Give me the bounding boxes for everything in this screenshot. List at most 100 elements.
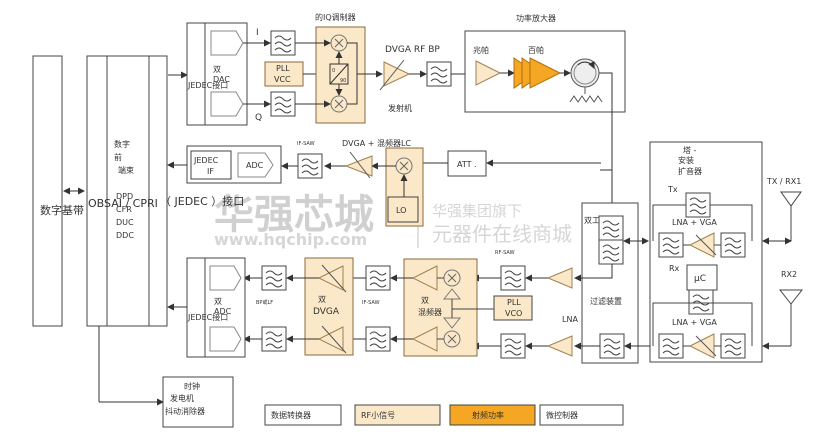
antenna-rx2-icon	[778, 289, 804, 346]
mcu-label: μC	[694, 274, 706, 284]
rx-pll-vco-block: PLL VCO	[493, 295, 533, 321]
fb-adc-label: ADC	[246, 161, 264, 170]
pa-title: 功率放大器	[516, 13, 556, 23]
dual-dac-line2: DAC	[213, 75, 230, 84]
tx-rx1-label: TX / RX1	[766, 177, 801, 186]
legend-item-rf-small-signal	[354, 404, 441, 426]
legend-item-data-converter	[264, 404, 342, 426]
watermark: 华强芯城 www.hqchip.com 华强集团旗下 元器件在线商城	[214, 192, 572, 249]
rx-rf-saw-label: RF-SAW	[495, 250, 515, 256]
filter-unit-label: 过滤装置	[590, 296, 622, 306]
tx-q-filter	[270, 91, 296, 117]
fb-jedec-line1: JEDEC	[193, 156, 219, 165]
dfe-line3: 端束	[118, 165, 134, 175]
iq-modulator-block: 0 90	[295, 26, 366, 124]
tma-rx2-in-filter	[658, 333, 684, 359]
clock-line3: 抖动消除器	[165, 406, 205, 416]
clock-line2: 发电机	[170, 393, 194, 403]
legend: 数据转换器 RF小信号 射频功率 微控制器	[264, 404, 624, 426]
q-label: Q	[255, 113, 262, 123]
rx-lna-label: LNA	[562, 315, 578, 324]
fb-lo-label: LO	[396, 206, 406, 215]
i-label: I	[256, 28, 259, 38]
rx-if-saw-label: IF-SAW	[362, 300, 380, 306]
transmitter-label: 发射机	[388, 103, 412, 113]
tx-dvga	[379, 59, 411, 91]
rx-pll-line2: VCO	[505, 309, 522, 318]
dual-dac-block: 双 DAC JEDEC接口	[186, 22, 248, 126]
tx-i-filter	[270, 30, 296, 56]
filter-unit-block: 双工器 过滤装置	[581, 202, 639, 364]
tma-rx2-bypass-filter	[688, 289, 714, 315]
dfe-line2: 前	[114, 152, 122, 162]
pa-final-label: 百帕	[528, 45, 544, 55]
duplexer-filter-tx	[598, 215, 624, 241]
digital-baseband-block: 数字基带	[32, 55, 84, 327]
legend-label-0: 数据转换器	[271, 410, 311, 420]
rx-if-saw-filter-2	[365, 326, 391, 352]
fb-dvga	[344, 151, 373, 179]
phase-0: 0	[332, 68, 335, 74]
legend-label-2: 射频功率	[472, 410, 504, 420]
clock-line1: 时钟	[184, 381, 200, 391]
tx-bp-filter	[426, 61, 452, 87]
rx-lna-2	[546, 335, 573, 357]
iq-mixer-q	[330, 95, 348, 113]
rx-mixer-1	[443, 269, 461, 287]
interface-dfe-block: 数字 前 端束 DPD CFR DUC DDC OBSAI / CPRI （ J…	[86, 55, 244, 327]
rx-rf-saw-filter-2	[500, 333, 526, 359]
rx-bp-filter-2	[261, 326, 287, 352]
watermark-url: www.hqchip.com	[214, 230, 367, 249]
clock-generator-block: 时钟 发电机 抖动消除器	[162, 376, 234, 428]
tma-line2: 安装	[678, 155, 694, 165]
dvga-rf-bp-label: DVGA RF BP	[385, 45, 440, 55]
tma-rx-label: Rx	[669, 264, 680, 273]
fb-if-saw-filter	[297, 153, 323, 179]
tower-mounted-amplifier-block: 塔 - 安装 扩音器 Tx LNA + VGA Rx μC LNA + VGA	[649, 141, 763, 363]
rx-bp-filter-1	[261, 265, 287, 291]
tma-rx1-in-filter	[658, 232, 684, 258]
filter-unit-rx2-filter	[599, 333, 625, 359]
rx-if-saw-filter-1	[365, 265, 391, 291]
dual-dac-line1: 双	[213, 65, 221, 74]
rx-lna-1	[546, 267, 573, 289]
dual-mixer-line1: 双	[421, 296, 429, 305]
dfe-ddc: DDC	[116, 231, 134, 240]
interface-label: OBSAI / CPRI	[88, 197, 158, 210]
interface-jedec-label: （ JEDEC ）接口	[160, 195, 244, 208]
att-label: ATT .	[457, 160, 477, 169]
lna-vga-1-label: LNA + VGA	[672, 218, 717, 227]
bp-lf-label: BP或LF	[256, 299, 273, 306]
fb-if-saw-label: IF-SAW	[297, 141, 315, 147]
watermark-sub2: 元器件在线商城	[432, 222, 572, 246]
tma-rx2-out-filter	[720, 333, 746, 359]
attenuator-block: ATT .	[447, 150, 487, 177]
dual-dvga-block: 双 DVGA	[304, 257, 354, 356]
dual-dvga-line2: DVGA	[313, 307, 340, 317]
dual-adc-block: 双 ADC JEDEC接口	[186, 257, 246, 358]
iq-mixer-i	[330, 34, 348, 52]
dfe-duc: DUC	[116, 218, 134, 227]
tma-rx1-out-filter	[720, 232, 746, 258]
phase-90: 90	[340, 78, 346, 84]
iq-modulator-title: 的IQ调制器	[315, 12, 356, 22]
legend-item-rf-power	[449, 404, 536, 426]
dfe-dpd: DPD	[116, 192, 133, 201]
fb-dvga-mixer-label: DVGA + 混频器LC	[342, 138, 411, 148]
tma-line1: 塔 -	[683, 145, 697, 155]
tma-tx-label: Tx	[667, 185, 678, 194]
dfe-line1: 数字	[114, 139, 130, 149]
rx2-label: RX2	[781, 270, 797, 279]
watermark-sub1: 华强集团旗下	[432, 202, 522, 220]
tx-pll-line2: VCC	[274, 75, 291, 84]
tma-line3: 扩音器	[678, 166, 702, 176]
watermark-brand: 华强芯城	[214, 192, 374, 238]
power-amplifier-block: 兆帕 百帕	[464, 30, 626, 113]
legend-label-1: RF小信号	[361, 410, 395, 420]
rx-rf-saw-filter-1	[500, 265, 526, 291]
jedec-interface-rx: JEDEC接口	[187, 312, 228, 322]
lna-vga-2-label: LNA + VGA	[672, 318, 717, 327]
rx-mixer-2	[443, 330, 461, 348]
fb-adc-block: JEDEC IF ADC	[186, 145, 282, 184]
